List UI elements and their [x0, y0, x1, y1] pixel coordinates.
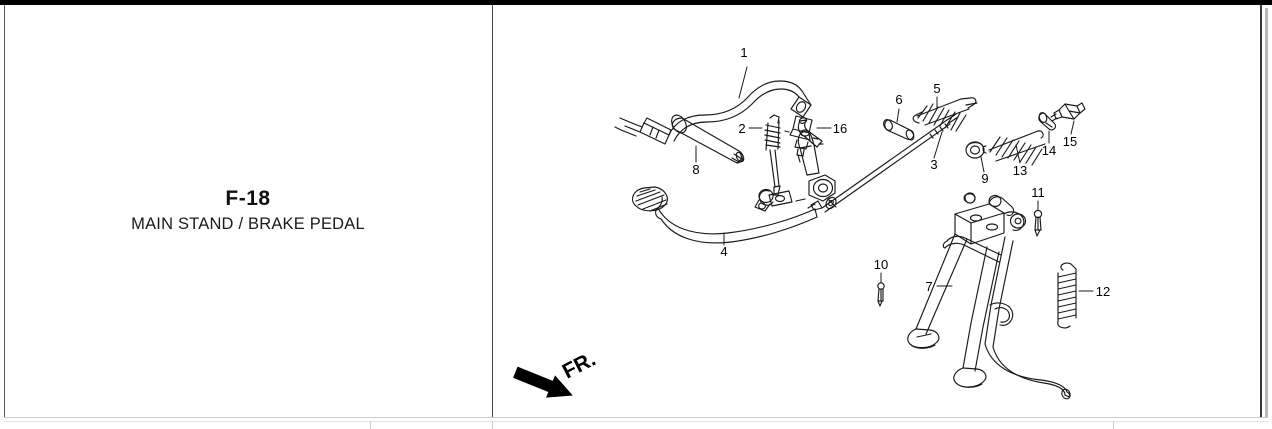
bottom-separator-rule — [4, 417, 1268, 418]
panel-divider — [492, 5, 493, 417]
part-5-pedal-return-spring — [912, 97, 978, 132]
part-16-pedal-pivot-pin — [797, 117, 824, 148]
part-11-cotter-pin — [1033, 209, 1043, 237]
part-4-brake-pedal — [631, 129, 836, 244]
callout-16: 16 — [833, 121, 847, 136]
callout-9: 9 — [981, 171, 988, 186]
callout-1: 1 — [740, 45, 747, 60]
fr-label: FR. — [559, 348, 600, 384]
part-13-brake-rod-spring — [982, 130, 1046, 166]
callout-15: 15 — [1063, 134, 1077, 149]
callout-2: 2 — [738, 121, 745, 136]
fr-arrow-icon — [513, 366, 573, 398]
callout-10: 10 — [874, 257, 888, 272]
part-7-main-stand — [907, 192, 1071, 400]
callout-numbers: 1 2 3 4 5 6 7 8 9 10 11 12 13 14 15 16 — [692, 45, 1110, 299]
callout-3: 3 — [930, 157, 937, 172]
part-2-rod-spring-adjuster — [764, 114, 781, 196]
callout-11: 11 — [1031, 185, 1045, 200]
page-frame-shadow — [1265, 8, 1268, 418]
figure-title: MAIN STAND / BRAKE PEDAL — [131, 215, 365, 233]
top-border-rule — [0, 0, 1272, 5]
callout-4: 4 — [720, 244, 727, 259]
part-9-rod-washer — [965, 141, 985, 159]
caption-block: F-18 MAIN STAND / BRAKE PEDAL — [4, 186, 492, 236]
callout-13: 13 — [1013, 163, 1027, 178]
bottom-tick-center — [492, 421, 493, 429]
part-10-cotter-pin-small — [877, 282, 885, 307]
page-frame — [4, 5, 1262, 417]
bottom-tick-right — [1113, 421, 1114, 429]
callout-8: 8 — [692, 162, 699, 177]
part-12-main-stand-spring — [1057, 262, 1077, 329]
callout-6: 6 — [895, 92, 902, 107]
part-8-pedal-rubber-grip — [671, 114, 745, 164]
callout-14: 14 — [1042, 143, 1056, 158]
part-6-pivot-collar — [883, 119, 915, 141]
part-15-adjusting-nut — [1050, 102, 1086, 122]
part-1-brake-light-switch — [614, 80, 819, 163]
callout-5: 5 — [933, 81, 940, 96]
figure-code: F-18 — [225, 187, 271, 210]
parts-illustration: 1 2 3 4 5 6 7 8 9 10 11 12 13 14 15 16 — [493, 5, 1262, 417]
front-direction-marker: FR. — [513, 348, 600, 398]
part-14-rod-joint-pin — [1038, 112, 1057, 131]
callout-7: 7 — [925, 279, 932, 294]
bottom-separator-rule-secondary — [4, 421, 1268, 422]
part-3-brake-rod — [807, 113, 959, 213]
callout-12: 12 — [1096, 284, 1110, 299]
bottom-tick-left — [370, 421, 371, 429]
